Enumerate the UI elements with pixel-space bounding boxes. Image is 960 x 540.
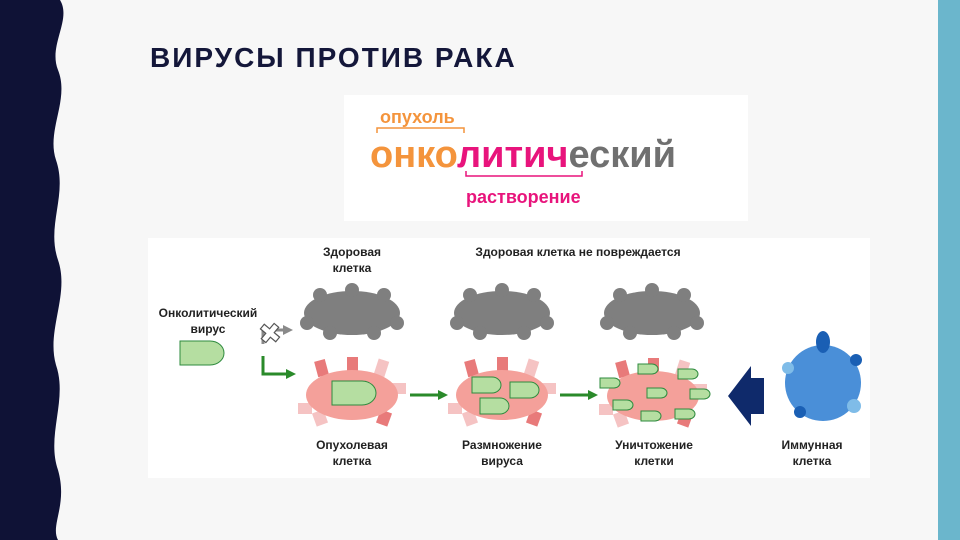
virus-swarm-8 — [674, 408, 696, 420]
composite-word: онколитический — [370, 134, 676, 176]
virus-replica-1 — [471, 376, 502, 394]
label-virus-reproduction: Размножение вируса — [462, 438, 542, 468]
left-wave-decoration — [0, 0, 64, 540]
healthy-cell-2 — [450, 283, 554, 340]
word-part-suffix: еский — [569, 134, 677, 176]
etymology-box: опухоль онколитический растворение — [344, 95, 748, 221]
virus-in-tumor — [331, 380, 377, 406]
word-part-lytic: литич — [457, 134, 569, 176]
word-part-onco: онко — [370, 134, 457, 176]
label-immune-cell: Иммунная клетка — [781, 438, 843, 468]
virus-swarm-7 — [640, 410, 662, 422]
immune-attack-arrow — [728, 366, 764, 426]
label-oncolytic-virus: Онколитический вирус — [158, 306, 258, 336]
oncolytic-diagram: Здоровая клетка Здоровая клетка не повре… — [148, 238, 870, 478]
tumor-cell-2 — [448, 357, 556, 427]
infect-arrowhead — [286, 369, 296, 379]
healthy-cell-1 — [300, 283, 404, 340]
virus-swarm-6 — [612, 399, 634, 411]
label-tumor: опухоль — [380, 107, 455, 127]
healthy-cell-3 — [600, 283, 704, 340]
oncolytic-virus — [179, 340, 225, 366]
virus-swarm-5 — [689, 388, 711, 400]
label-cell-destruction: Уничтожение клетки — [615, 438, 693, 468]
virus-replica-3 — [479, 397, 510, 415]
label-tumor-cell: Опухолевая клетка — [316, 438, 388, 468]
virus-swarm-4 — [646, 387, 668, 399]
blocked-arrowhead — [283, 325, 293, 335]
slide-title: ВИРУСЫ ПРОТИВ РАКА — [150, 42, 517, 73]
virus-replica-2 — [509, 381, 540, 399]
arrow-step-2-head — [588, 390, 598, 400]
immune-cell — [782, 331, 862, 421]
label-dissolution: растворение — [466, 187, 581, 207]
label-healthy-not-damaged: Здоровая клетка не повреждается — [475, 245, 681, 259]
virus-swarm-3 — [677, 368, 699, 380]
arrow-step-1-head — [438, 390, 448, 400]
virus-swarm-1 — [599, 377, 621, 389]
right-accent-bar — [938, 0, 960, 540]
label-healthy-cell: Здоровая клетка — [322, 245, 382, 275]
infect-path — [261, 356, 286, 376]
bracket-bottom — [465, 171, 583, 177]
virus-swarm-2 — [637, 363, 659, 375]
bracket-top — [376, 127, 465, 133]
cross-icon — [259, 322, 281, 344]
